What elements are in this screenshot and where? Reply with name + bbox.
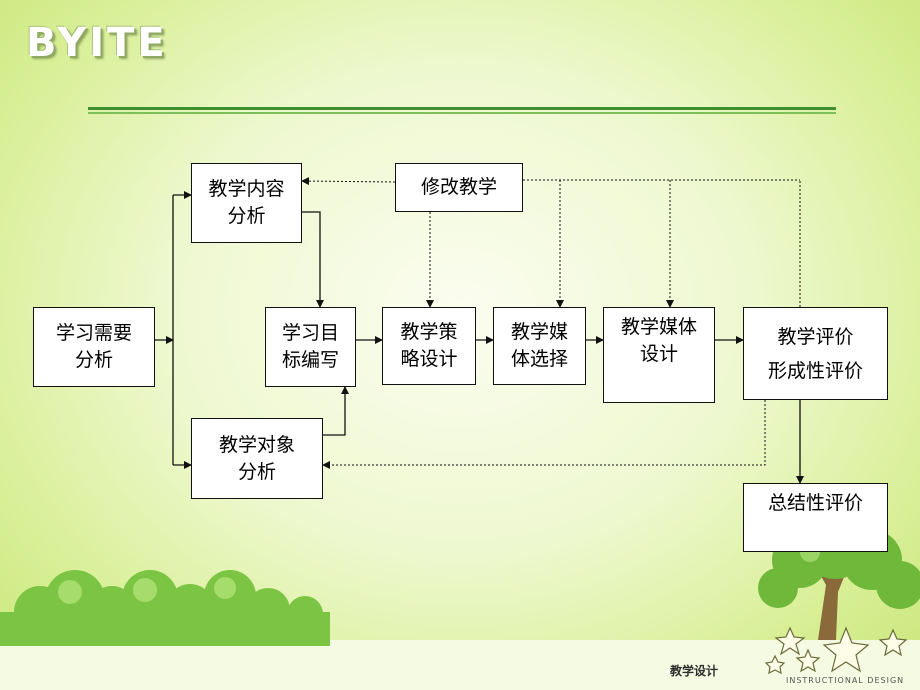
header-rule xyxy=(88,107,836,110)
star-decorations xyxy=(764,626,908,675)
logo: BYITE xyxy=(26,20,168,66)
footer-subtitle: INSTRUCTIONAL DESIGN xyxy=(786,676,905,685)
bushes-left xyxy=(0,570,330,646)
feedback-evaluation-to-learner xyxy=(322,392,766,469)
node-media-design-label: 教学媒体 设计 xyxy=(620,316,697,365)
connector-content-to-objectives xyxy=(302,211,324,308)
node-strategy-label: 教学策 略设计 xyxy=(400,321,458,370)
node-evaluation: 教学评价 形成性评价 xyxy=(743,307,888,400)
footer-title: 教学设计 xyxy=(670,664,719,678)
node-summative: 总结性评价 xyxy=(743,483,888,552)
node-evaluation-label: 教学评价 形成性评价 xyxy=(767,325,863,382)
node-summative-label: 总结性评价 xyxy=(767,492,863,514)
node-needs-analysis-label: 学习需要 分析 xyxy=(55,322,132,371)
node-strategy: 教学策 略设计 xyxy=(382,307,476,385)
node-learner-analysis-label: 教学对象 分析 xyxy=(218,433,295,483)
feedback-revise-to-content xyxy=(301,177,396,186)
node-objectives: 学习目 标编写 xyxy=(265,307,356,387)
node-needs-analysis: 学习需要 分析 xyxy=(33,307,155,387)
node-media-selection-label: 教学媒 体选择 xyxy=(510,321,568,370)
connector-learner-to-objectives xyxy=(323,386,349,436)
node-content-analysis: 教学内容 分析 xyxy=(191,163,302,243)
node-content-analysis-label: 教学内容 分析 xyxy=(208,178,285,227)
header-rule-secondary xyxy=(88,112,836,114)
node-media-design: 教学媒体 设计 xyxy=(603,307,715,403)
ground-band xyxy=(0,640,920,690)
node-revise: 修改教学 xyxy=(395,163,523,212)
node-objectives-label: 学习目 标编写 xyxy=(281,322,339,371)
node-media-selection: 教学媒 体选择 xyxy=(493,307,586,385)
node-learner-analysis: 教学对象 分析 xyxy=(191,418,323,499)
bushes-left-highlight xyxy=(58,577,236,604)
node-revise-label: 修改教学 xyxy=(420,176,497,198)
